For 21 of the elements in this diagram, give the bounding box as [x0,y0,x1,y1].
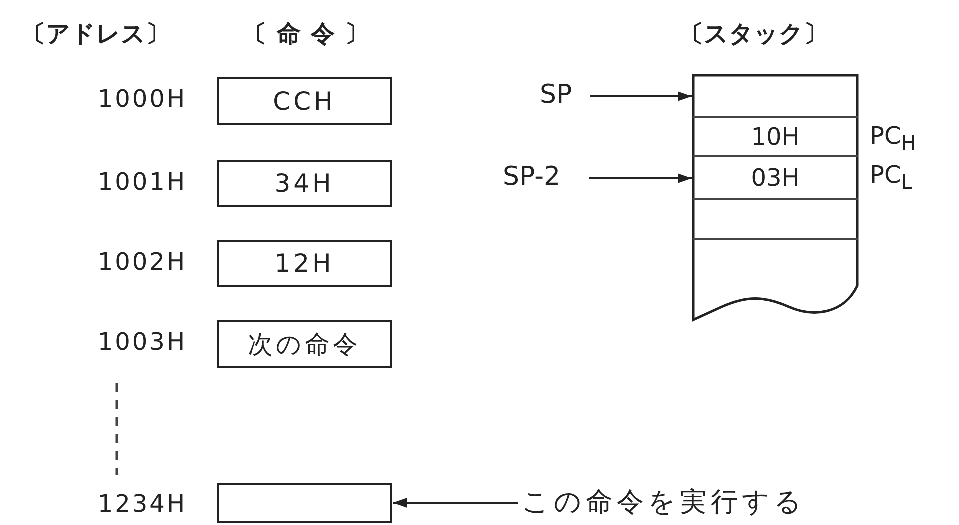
instruction-cell: 次の命令 [217,320,392,368]
register-label: PC$_{L}$ [870,161,912,194]
address-label: 1000H [96,85,187,113]
pointer-label: SP-2 [503,162,583,198]
arrow [589,174,692,184]
arrow [590,92,692,102]
column-heading: 〔アドレス〕 [22,19,170,50]
column-heading: 〔命令〕 [243,19,379,50]
address-label: 1002H [96,248,187,276]
instruction-cell: 12H [217,240,392,287]
arrow [393,498,518,508]
instruction-cell: CCH [217,77,392,125]
memory-cell [217,483,392,523]
address-label: 1003H [96,328,187,356]
instruction-cell: 34H [217,160,392,207]
address-label: 1001H [96,168,187,196]
register-label: PC$_{H}$ [870,122,916,155]
stack-heading: 〔スタック〕 [680,19,828,50]
pointer-label: SP [540,80,584,116]
annotation-text: この命令を実行する [522,484,822,520]
address-label: 1234H [96,490,187,518]
